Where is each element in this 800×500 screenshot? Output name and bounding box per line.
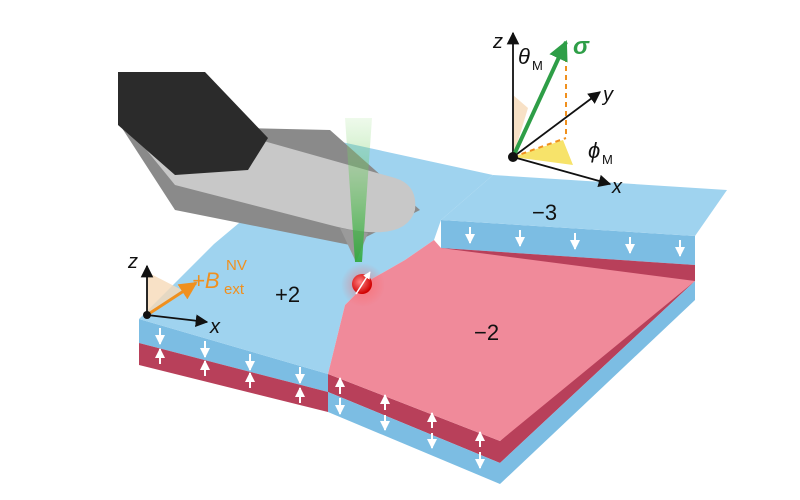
theta-sub-label: M	[532, 58, 543, 73]
domain-back-right-top	[441, 175, 727, 236]
field-label-sup: NV	[226, 257, 247, 274]
projection-line-plane	[512, 137, 567, 158]
large-axis-z-label: z	[492, 31, 503, 53]
laser-beam	[345, 118, 372, 262]
large-axis-x	[512, 156, 612, 188]
large-axis-y	[512, 91, 602, 158]
domain-front-right-top	[328, 240, 695, 441]
large-axes: z y x θ M σ ϕ M	[492, 31, 623, 198]
sigma-label: σ	[573, 33, 590, 60]
theta-wedge	[513, 95, 528, 157]
small-axis-x-label: x	[209, 316, 221, 338]
small-axis-z-label: z	[127, 251, 138, 273]
sigma-vector-arrow	[511, 40, 568, 158]
left-domain-side-mid	[139, 343, 328, 412]
right-edge-side-mid	[500, 281, 695, 484]
field-label: +B	[192, 268, 220, 293]
small-axes: z x +B NV ext	[127, 251, 247, 338]
large-axes-origin	[508, 152, 518, 162]
magnetization-arrows	[155, 227, 685, 469]
phi-sub-label: M	[602, 152, 613, 167]
phi-wedge	[513, 140, 573, 165]
small-axes-origin	[143, 311, 151, 319]
scanning-probe	[118, 72, 420, 262]
domain-front-right-label: −2	[474, 320, 499, 345]
large-axis-x-label: x	[611, 176, 623, 198]
large-axis-y-label: y	[601, 84, 614, 106]
phi-label: ϕ	[588, 138, 600, 163]
field-vector-arrow	[146, 281, 198, 317]
field-label-sub: ext	[224, 281, 245, 298]
left-domain-side-top	[139, 319, 328, 392]
theta-label: θ	[518, 44, 530, 69]
domain-left-label: +2	[275, 282, 300, 307]
probe-holder	[118, 72, 268, 175]
small-axis-x	[146, 314, 209, 327]
field-angle-wedge	[147, 272, 182, 315]
field-label-base: +B	[192, 268, 220, 293]
right-domain-side-mid	[328, 392, 500, 484]
nv-center	[341, 263, 385, 307]
right-domain-side-top	[328, 374, 500, 463]
domain-back-right-label: −3	[532, 200, 557, 225]
